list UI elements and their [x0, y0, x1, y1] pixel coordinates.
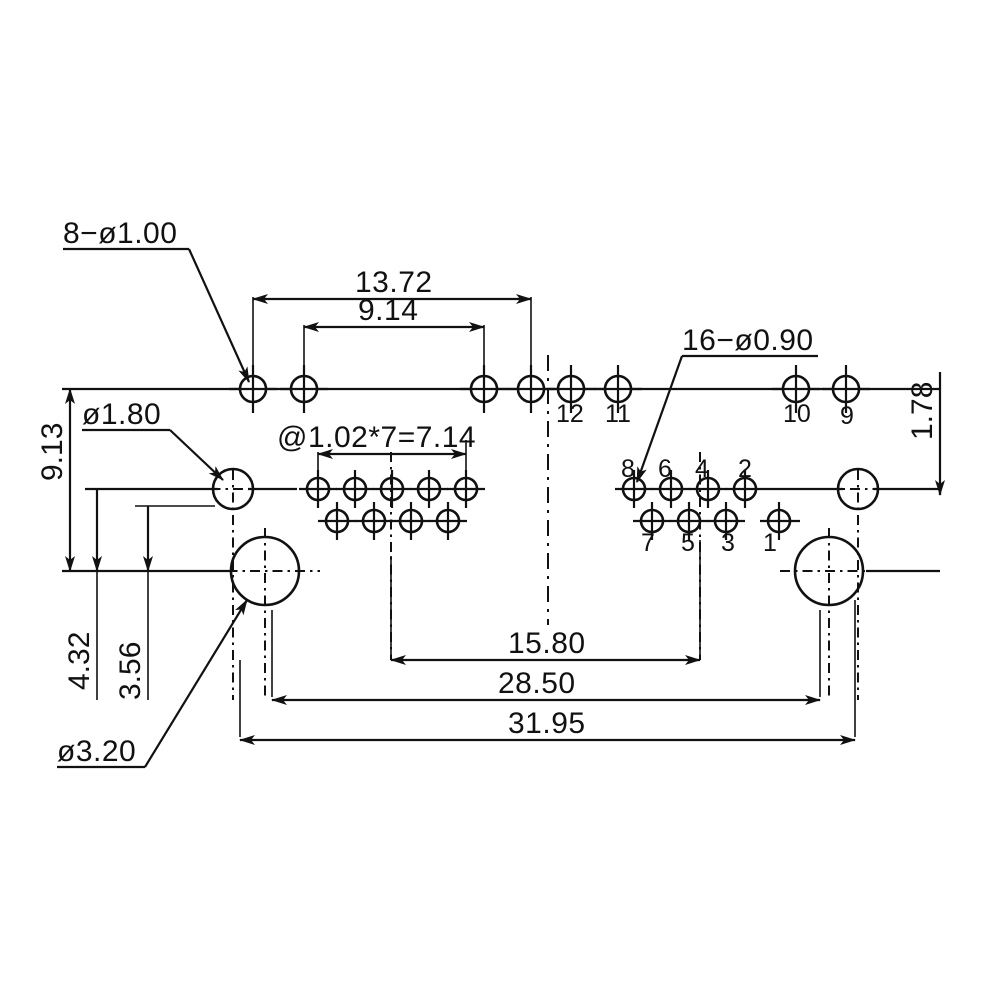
locating-and-mounting-holes: [211, 467, 880, 607]
hole-top-5: [547, 365, 595, 413]
hole-top-3: [460, 365, 508, 413]
pin-R-3: [707, 502, 745, 540]
pin-label-11: 11: [605, 400, 631, 428]
pin-R-8: [615, 470, 653, 508]
dim-28-50-label: 28.50: [498, 667, 576, 700]
pin-L-l4: [429, 502, 467, 540]
dim-4-32-label: 4.32: [63, 632, 96, 690]
hole-top-7: [772, 365, 820, 413]
top-row-holes-group: [229, 365, 870, 413]
pin-R-1: [760, 502, 800, 540]
vertical-dim-witness-lines: [62, 388, 240, 572]
pin-label-1: 1: [763, 529, 777, 557]
dim-31-95-label: 31.95: [508, 707, 586, 740]
pin-R-2: [726, 470, 790, 508]
pin-L-u2: [336, 470, 374, 508]
callout-8-holes-label: 8−ø1.00: [63, 217, 177, 250]
pin-label-9: 9: [840, 402, 854, 430]
pin-L-l2: [355, 502, 393, 540]
leader-line-d320: [144, 599, 248, 768]
right-mounting-hole: [793, 535, 865, 607]
dim-31-95-group: [239, 600, 856, 745]
pin-L-l1: [318, 502, 356, 540]
pin-L-u5: [447, 470, 485, 508]
pin-label-10: 10: [783, 400, 811, 428]
hole-top-8: [822, 365, 870, 413]
pin-label-3: 3: [721, 529, 735, 557]
callout-16-holes-label: 16−ø0.90: [682, 324, 814, 357]
pin-label-6: 6: [658, 455, 672, 483]
pin-label-2: 2: [738, 455, 752, 483]
pin-label-7: 7: [641, 529, 655, 557]
pin-L-u1: [299, 470, 337, 508]
pin-R-4: [689, 470, 727, 508]
hole-top-2: [280, 365, 328, 413]
pin-L-u3: [373, 470, 411, 508]
dim-13-72-group: [252, 294, 532, 372]
pin-L-l3: [392, 502, 430, 540]
pin-label-8: 8: [621, 455, 635, 483]
leader-line-d180: [169, 429, 224, 481]
dim-pitch-label: @1.02*7=7.14: [277, 421, 476, 454]
pin-label-5: 5: [681, 529, 695, 557]
pin-L-u4: [410, 470, 448, 508]
pin-R-7: [633, 502, 671, 540]
callout-d180-label: ø1.80: [82, 398, 161, 431]
callout-leaders: [57, 247, 818, 769]
dim-15-80-group: [390, 540, 701, 665]
dim-9-13-label: 9.13: [36, 423, 69, 481]
dim-13-72-label: 13.72: [355, 266, 433, 299]
right-locating-hole: [836, 467, 880, 511]
dim-9-14-label: 9.14: [358, 294, 418, 327]
dim-3-56-label: 3.56: [114, 642, 147, 700]
leader-line-16holes: [635, 355, 684, 483]
hole-top-6: [594, 365, 642, 413]
left-pin-array: [299, 470, 485, 540]
dim-1-78-label: 1.78: [906, 382, 939, 440]
pin-R-5: [670, 502, 708, 540]
leader-line-8holes: [187, 248, 251, 383]
dim-15-80-label: 15.80: [508, 627, 586, 660]
right-pin-array: [615, 470, 800, 540]
pin-label-12: 12: [556, 400, 584, 428]
callout-d320-label: ø3.20: [57, 735, 136, 768]
pin-R-6: [652, 470, 690, 508]
pin-label-4: 4: [695, 455, 709, 483]
dim-pitch-group: [317, 440, 467, 476]
dim-9-14-group: [303, 322, 485, 372]
dim-28-50-group: [271, 610, 821, 705]
